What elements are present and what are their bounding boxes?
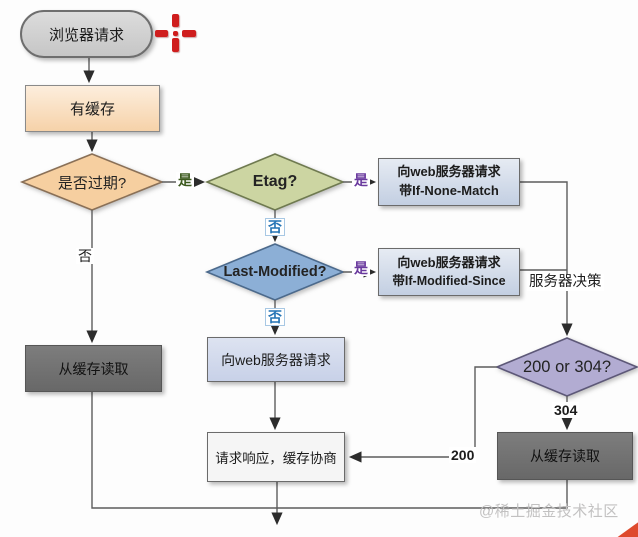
read-cache-right-node: 从缓存读取 <box>497 432 633 480</box>
if-none-match-line1: 向web服务器请求 <box>397 164 501 180</box>
last-modified-no-label: 否 <box>265 308 285 327</box>
edge-ifnonematch-status <box>520 181 573 337</box>
etag-diamond <box>204 153 346 211</box>
status-diamond <box>494 337 638 397</box>
server-decision-label: 服务器决策 <box>527 274 604 291</box>
watermark-text: @稀土掘金技术社区 <box>479 503 619 520</box>
read-cache-left-label: 从缓存读取 <box>58 360 129 377</box>
read-cache-right-label: 从缓存读取 <box>530 448 600 464</box>
edge-status-200-response <box>348 366 497 463</box>
red-corner-decoration <box>611 521 638 537</box>
if-modified-since-line2: 带If-Modified-Since <box>392 274 506 289</box>
has-cache-label: 有缓存 <box>69 101 115 118</box>
start-label: 浏览器请求 <box>48 26 124 44</box>
crosshair-right-dash <box>182 30 196 37</box>
expired-yes-label: 是 <box>176 172 194 189</box>
has-cache-node: 有缓存 <box>25 85 160 132</box>
if-none-match-node: 向web服务器请求 带If-None-Match <box>378 158 520 206</box>
crosshair-bottom-dash <box>172 38 179 52</box>
crosshair-left-dash <box>155 30 168 37</box>
crosshair-center-dot <box>173 31 178 36</box>
read-cache-left-node: 从缓存读取 <box>25 345 162 392</box>
status-304-label: 304 <box>552 402 580 419</box>
expired-label: 是否过期? <box>57 174 127 192</box>
last-modified-label: Last-Modified? <box>223 264 327 280</box>
if-modified-since-node: 向web服务器请求 带If-Modified-Since <box>378 248 520 296</box>
request-web-node: 向web服务器请求 <box>207 337 345 382</box>
last-modified-yes-label: 是 <box>352 260 370 277</box>
response-label: 请求响应，缓存协商 <box>215 451 337 466</box>
etag-no-label: 否 <box>265 218 285 237</box>
status-200-label: 200 <box>449 447 477 464</box>
response-node: 请求响应，缓存协商 <box>207 432 345 482</box>
status-label: 200 or 304? <box>522 357 612 376</box>
expired-no-label: 否 <box>76 248 94 265</box>
expired-diamond <box>19 153 165 211</box>
etag-label: Etag? <box>252 173 298 190</box>
crosshair-top-dash <box>172 14 179 27</box>
etag-yes-label: 是 <box>352 172 370 189</box>
start-node: 浏览器请求 <box>20 10 153 58</box>
request-web-label: 向web服务器请求 <box>221 351 331 368</box>
if-modified-since-line1: 向web服务器请求 <box>397 254 501 270</box>
crosshair-cursor-icon <box>155 14 196 52</box>
if-none-match-line2: 带If-None-Match <box>399 183 499 198</box>
last-modified-diamond <box>204 243 346 301</box>
